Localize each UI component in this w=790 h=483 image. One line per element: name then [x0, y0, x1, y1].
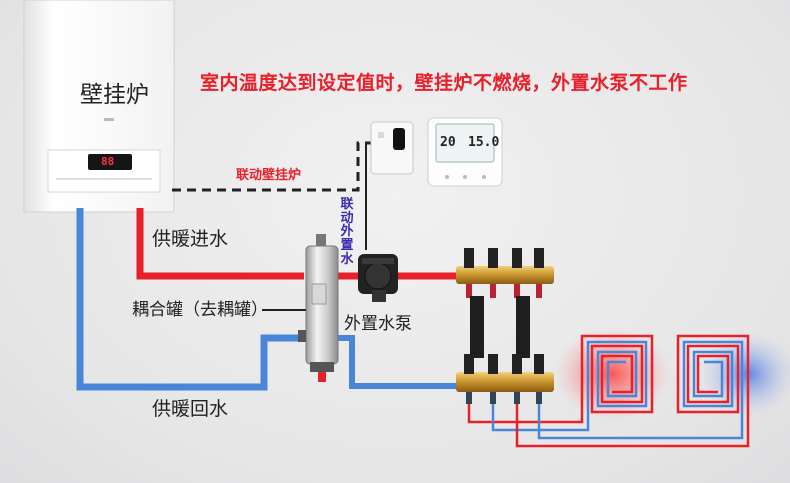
coupler-label: 耦合罐（去耦罐）	[132, 300, 268, 320]
pump-controller	[370, 121, 414, 175]
manifold-bracket-left	[470, 296, 484, 358]
floor-loop-left	[467, 334, 654, 432]
cool-glow	[700, 332, 790, 416]
return-pipe	[76, 208, 304, 391]
supply-manifold	[456, 248, 554, 298]
return-pipe-manifold	[338, 335, 470, 389]
wall-boiler	[23, 0, 175, 213]
floor-loop-right	[515, 334, 750, 448]
return-label: 供暖回水	[152, 398, 229, 420]
thermostat-room-temp: 20	[440, 135, 456, 150]
link-boiler-label: 联动壁挂炉	[236, 168, 302, 183]
link-pump-label: 联动外置水	[340, 197, 354, 267]
supply-label: 供暖进水	[152, 228, 229, 250]
boiler-display-panel	[88, 154, 132, 170]
coupler-tank	[298, 234, 339, 382]
thermostat-set-temp: 15.0	[468, 135, 500, 150]
diagram-title: 室内温度达到设定值时，壁挂炉不燃烧，外置水泵不工作	[200, 72, 688, 94]
boiler-label: 壁挂炉	[80, 82, 149, 108]
external-pump	[358, 254, 398, 302]
manifold-bracket-right	[516, 296, 530, 358]
boiler-display-digits: 88	[101, 155, 115, 168]
pump-label: 外置水泵	[344, 314, 412, 334]
supply-pipe	[136, 208, 304, 280]
smart-thermostat	[427, 117, 503, 187]
return-manifold	[456, 354, 554, 404]
